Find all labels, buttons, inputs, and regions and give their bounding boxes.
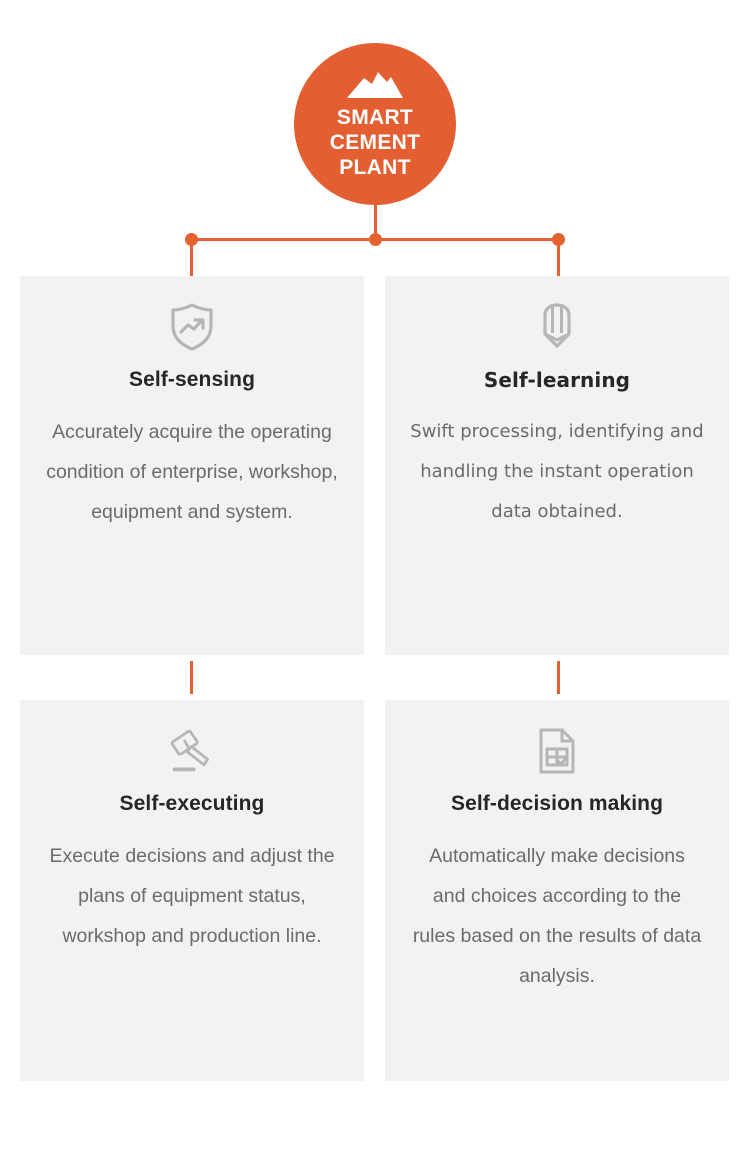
card-self-learning[interactable]: Self-learning Swift processing, identify… <box>385 276 729 655</box>
connector-node-left <box>185 233 198 246</box>
card-title: Self-sensing <box>128 368 256 391</box>
hub-smart-cement-plant[interactable]: SMART CEMENT PLANT <box>294 43 456 205</box>
connector-bus-right <box>375 238 559 241</box>
connector-bus-left <box>191 238 376 241</box>
card-description: Accurately acquire the operating conditi… <box>46 421 338 523</box>
card-description: Swift processing, identifying and handli… <box>410 421 704 522</box>
card-title: Self-decision making <box>450 792 664 815</box>
card-self-sensing[interactable]: Self-sensing Accurately acquire the oper… <box>20 276 364 655</box>
card-title: Self-learning <box>483 368 631 392</box>
connector-drop-left <box>190 240 193 277</box>
document-table-check-icon <box>539 728 575 774</box>
card-self-executing[interactable]: Self-executing Execute decisions and adj… <box>20 700 364 1081</box>
connector-drop-right <box>557 240 560 277</box>
card-self-decision[interactable]: Self-decision making Automatically make … <box>385 700 729 1081</box>
mountain-icon <box>347 72 403 98</box>
connector-middle-right <box>557 661 560 694</box>
connector-node-center <box>369 233 382 246</box>
shield-trending-up-icon <box>171 303 213 351</box>
gavel-icon <box>170 729 210 772</box>
hub-title: SMART CEMENT PLANT <box>329 106 421 179</box>
pencil-icon <box>543 303 571 348</box>
connector-middle-left <box>190 661 193 694</box>
connector-hub-stem <box>374 205 377 239</box>
connector-node-right <box>552 233 565 246</box>
card-title: Self-executing <box>119 792 265 815</box>
card-description: Automatically make decisions and choices… <box>412 845 702 987</box>
card-description: Execute decisions and adjust the plans o… <box>49 845 335 947</box>
